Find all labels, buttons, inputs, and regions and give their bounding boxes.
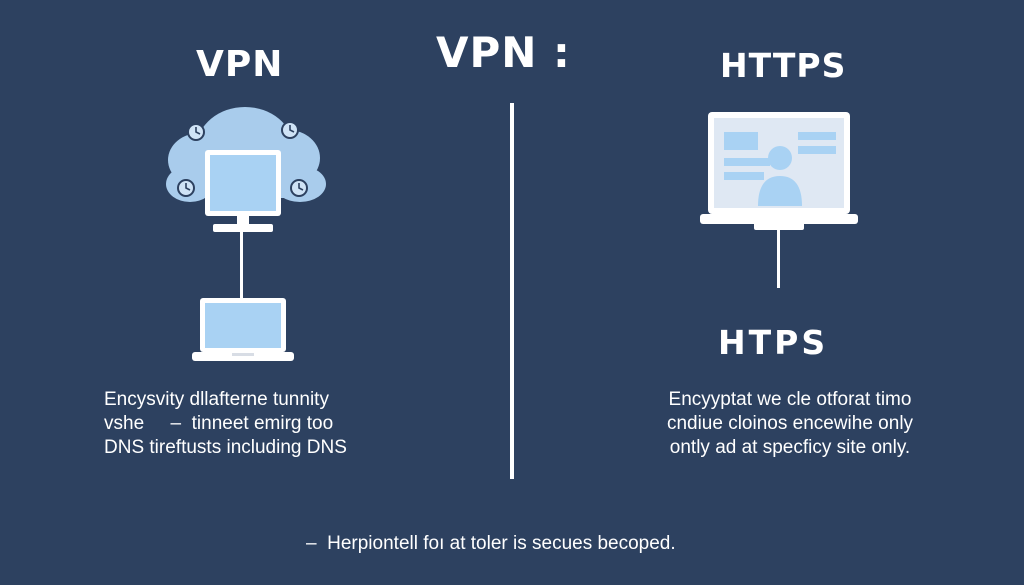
https-description-line: cndiue cloinos encewihe only [666,413,914,434]
vpn-connector-line [240,232,243,300]
https-connector-line [777,230,780,288]
vpn-description-line: vshe – tinneet emirg too [104,413,334,434]
clock-icon [281,121,299,139]
vpn-description-line: Encysvity dllafterne tunnity [104,389,329,410]
clock-icon [290,179,308,197]
clock-icon [187,123,205,141]
https-description-line: Encyyptat we cle otforat timo [668,389,912,410]
vpn-description: Encysvity dllafterne tunnity vshe – tinn… [104,388,404,460]
vpn-title: VPN [196,44,284,85]
user-icon [758,146,802,206]
https-description-line: ontly ad at specficy site only. [669,437,911,458]
vpn-description-line: DNS tireftusts including DNS [104,437,347,458]
page-title: VPN : [436,28,571,77]
center-divider [510,103,514,479]
footer-note: – Herpiontell foı at toler is secues bec… [306,533,676,554]
laptop-icon [700,112,858,230]
clock-icon [177,179,195,197]
https-title: HTTPS [720,46,847,85]
laptop-icon [192,298,294,361]
https-subtitle: HTPS [718,323,829,362]
monitor-icon [205,150,281,232]
https-description: Encyyptat we cle otforat timo cndiue clo… [640,388,940,460]
